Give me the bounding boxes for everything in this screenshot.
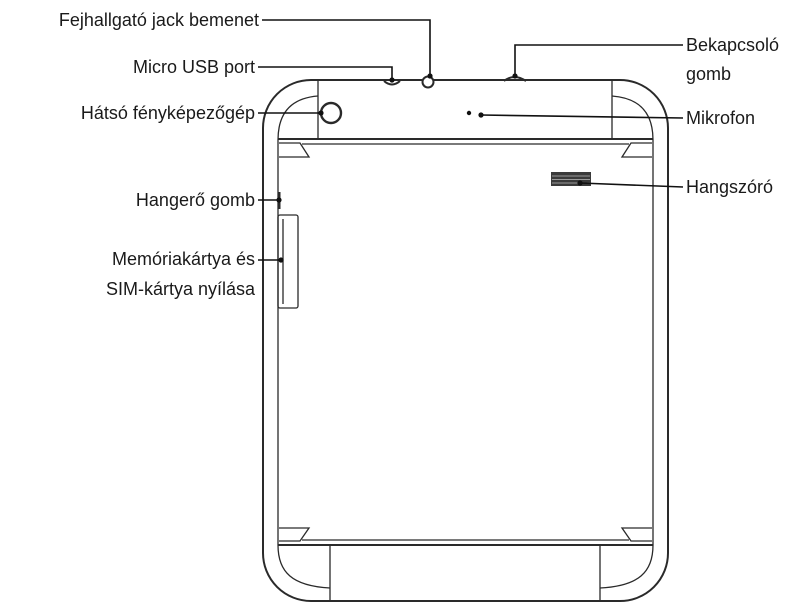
leader-micro-usb xyxy=(258,66,393,80)
leader-headphone-jack xyxy=(262,19,431,76)
inner-corner-top-right xyxy=(611,95,654,141)
micro-usb-port-icon xyxy=(383,80,401,86)
label-power-button-line1: Bekapcsoló xyxy=(686,35,779,55)
label-microphone: Mikrofon xyxy=(686,108,755,128)
label-volume-button: Hangerő gomb xyxy=(136,190,255,210)
leader-microphone xyxy=(480,114,684,119)
hardware-features xyxy=(277,75,591,309)
labels: Fejhallgató jack bemenet Micro USB port … xyxy=(59,10,779,299)
leader-speaker xyxy=(579,182,684,188)
label-micro-usb: Micro USB port xyxy=(133,57,255,77)
leader-lines xyxy=(258,19,684,263)
top-right-bevel xyxy=(620,142,652,158)
label-rear-camera: Hátsó fényképezőgép xyxy=(81,103,255,123)
inner-corner-bottom-right xyxy=(599,544,654,589)
leader-dot-microphone xyxy=(478,112,484,118)
leader-dot-headphone-jack xyxy=(427,73,433,79)
bottom-left-bevel xyxy=(279,527,311,542)
leader-dot-card-slot xyxy=(278,257,284,263)
leader-dot-speaker xyxy=(577,180,583,186)
label-power-button-line2: gomb xyxy=(686,64,731,84)
leader-dot-volume-button xyxy=(276,197,282,203)
label-card-slot-line2: SIM-kártya nyílása xyxy=(106,279,256,299)
tablet-outer-shell xyxy=(262,79,669,602)
rear-camera-icon xyxy=(319,101,343,125)
leader-dot-rear-camera xyxy=(318,110,324,116)
inner-corner-top-left xyxy=(277,95,319,141)
leader-dot-micro-usb xyxy=(389,77,395,83)
label-speaker: Hangszóró xyxy=(686,177,773,197)
top-left-bevel xyxy=(279,142,311,158)
headphone-jack-icon xyxy=(421,75,435,89)
card-slot-cover xyxy=(277,214,299,309)
bottom-right-bevel xyxy=(620,527,652,542)
inner-corner-bottom-left xyxy=(277,544,331,589)
label-headphone-jack: Fejhallgató jack bemenet xyxy=(59,10,259,30)
tablet-body xyxy=(262,79,669,602)
leader-dot-power-button xyxy=(512,73,518,79)
label-card-slot-line1: Memóriakártya és xyxy=(112,249,255,269)
microphone-hole-1 xyxy=(466,110,472,116)
leader-power-button xyxy=(514,44,683,76)
